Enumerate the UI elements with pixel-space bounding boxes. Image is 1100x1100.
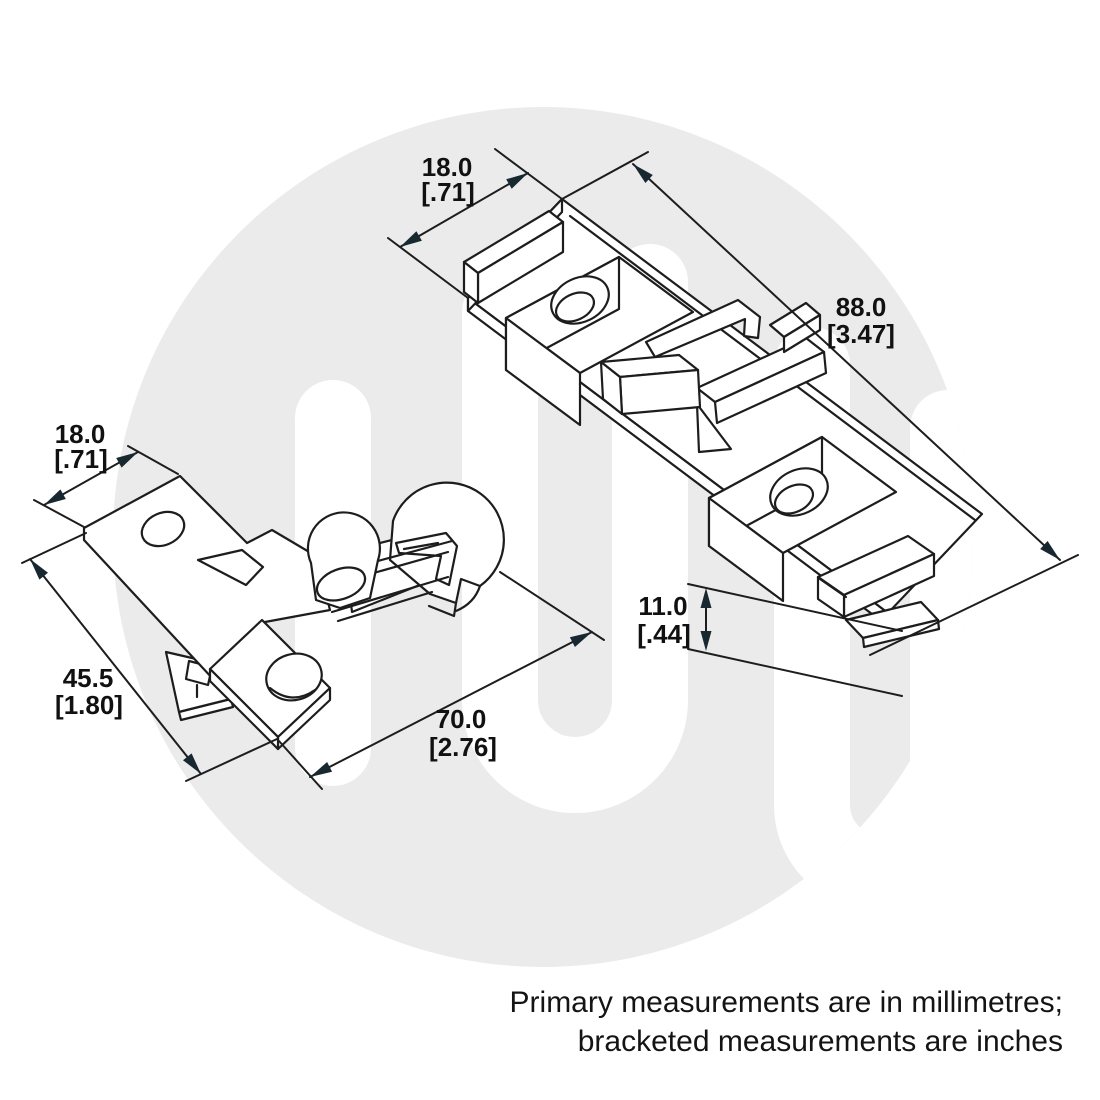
cam1-countersink-inner bbox=[554, 291, 596, 323]
dimension-line bbox=[309, 631, 593, 778]
dim-bracket-length-mm: 88.0 bbox=[836, 292, 887, 322]
dim-plate-length-inch: [1.80] bbox=[55, 690, 123, 720]
dim-bracket-height: 11.0 [.44] bbox=[637, 583, 903, 697]
extension-line bbox=[687, 583, 903, 697]
latch-arm-oval-hole bbox=[315, 566, 367, 602]
dimension-line bbox=[632, 163, 1061, 561]
dim-plate-overall-inch: [2.76] bbox=[429, 732, 497, 762]
arrowhead bbox=[116, 452, 138, 468]
dim-bracket-height-inch: [.44] bbox=[637, 619, 690, 649]
pad-screw-hole bbox=[265, 652, 323, 702]
plate-screw-hole bbox=[140, 510, 186, 548]
latch-bracket-drawing bbox=[462, 197, 984, 649]
arrowhead bbox=[44, 489, 66, 505]
cam2-countersink-inner bbox=[773, 483, 815, 515]
arrowhead bbox=[700, 631, 712, 651]
clip-wall-1 bbox=[462, 209, 565, 305]
dim-plate-width-mm: 18.0 bbox=[55, 419, 106, 449]
dimension-annotations: 18.0 [.71] 45.5 [1.80] 70.0 [2.76] bbox=[21, 148, 1079, 790]
plate-pad bbox=[208, 618, 332, 751]
arrowhead bbox=[310, 762, 333, 777]
units-caption-line-1: Primary measurements are in millimetres; bbox=[509, 986, 1063, 1019]
logo-stroke-u1 bbox=[462, 244, 688, 813]
cam1-front-tab bbox=[599, 353, 702, 416]
arrowhead bbox=[506, 173, 528, 189]
dim-plate-overall-mm: 70.0 bbox=[436, 704, 487, 734]
arrowhead bbox=[30, 559, 48, 580]
gusset bbox=[695, 402, 733, 454]
extension-line bbox=[278, 571, 605, 790]
clip-wall-2 bbox=[768, 301, 822, 354]
arrowhead bbox=[183, 753, 201, 774]
extension-line bbox=[33, 445, 179, 528]
arrowhead bbox=[633, 164, 653, 183]
arrowhead bbox=[400, 231, 422, 247]
dim-plate-width: 18.0 [.71] bbox=[33, 419, 179, 528]
j-hook bbox=[644, 298, 762, 359]
dimension-line bbox=[29, 558, 202, 775]
dim-plate-width-inch: [.71] bbox=[54, 444, 107, 474]
arrowhead bbox=[1040, 541, 1060, 560]
keep-plate-drawing bbox=[82, 474, 505, 751]
dim-bracket-width: 18.0 [.71] bbox=[387, 148, 563, 299]
arrowhead bbox=[569, 632, 592, 647]
dim-bracket-length: 88.0 [3.47] bbox=[561, 151, 1079, 656]
extension-line bbox=[387, 148, 563, 299]
arrowhead bbox=[700, 588, 712, 608]
units-caption: Primary measurements are in millimetres;… bbox=[363, 983, 1063, 1061]
dim-bracket-width-inch: [.71] bbox=[421, 177, 474, 207]
dim-bracket-length-inch: [3.47] bbox=[827, 319, 895, 349]
guide-wall bbox=[695, 336, 828, 454]
dimension-line bbox=[399, 172, 529, 248]
latch-arm bbox=[306, 481, 505, 623]
dim-plate-overall: 70.0 [2.76] bbox=[278, 571, 605, 790]
dim-plate-length: 45.5 [1.80] bbox=[21, 532, 278, 782]
dim-bracket-width-mm: 18.0 bbox=[422, 152, 473, 182]
dim-bracket-height-mm: 11.0 bbox=[638, 591, 687, 621]
end-lug bbox=[816, 534, 936, 619]
dim-plate-length-mm: 45.5 bbox=[63, 663, 114, 693]
extension-line bbox=[561, 151, 1079, 656]
plate-beak-tab bbox=[196, 548, 265, 587]
units-caption-line-2: bracketed measurements are inches bbox=[577, 1025, 1063, 1058]
end-flat-tab bbox=[844, 600, 941, 649]
